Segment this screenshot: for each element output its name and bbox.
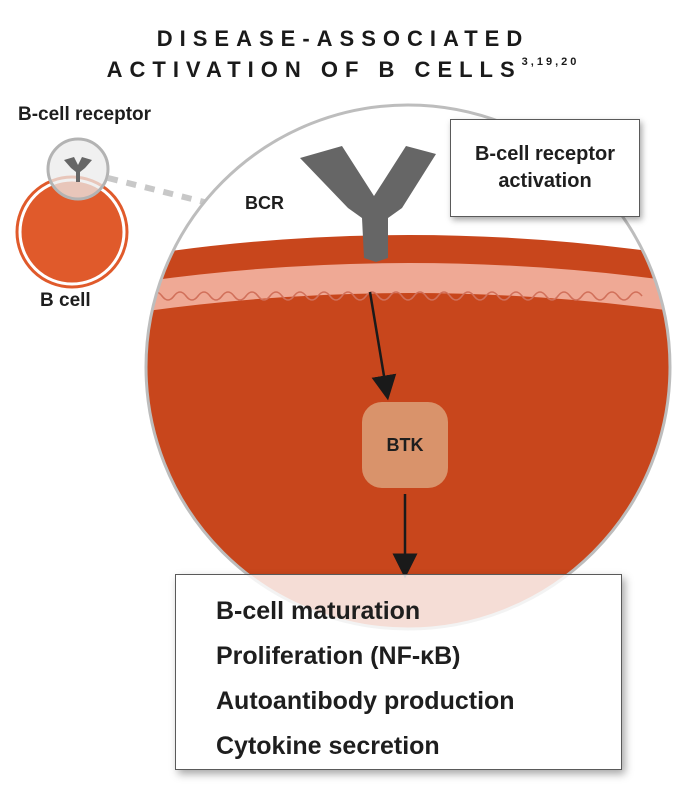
- btk-label: BTK: [386, 434, 424, 455]
- activation-line-2: activation: [498, 170, 592, 192]
- outcome-item: B-cell maturation: [216, 597, 421, 625]
- outcome-item: Proliferation (NF-κB): [216, 642, 461, 670]
- activation-callout: B-cell receptor activation: [450, 119, 640, 217]
- btk-box: BTK: [362, 402, 448, 488]
- arrow-bcr-to-btk: [368, 291, 397, 401]
- bcr-receptor-icon: [300, 146, 436, 262]
- title-references: 3,19,20: [521, 56, 580, 68]
- outcome-item: Autoantibody production: [216, 687, 515, 715]
- title-line-2: ACTIVATION OF B CELLS3,19,20: [0, 56, 686, 83]
- membrane-wave: [149, 291, 643, 301]
- title-line-2-text: ACTIVATION OF B CELLS: [106, 57, 522, 82]
- bcr-label: BCR: [245, 193, 284, 213]
- membrane-band: [146, 263, 670, 318]
- title-line-1: DISEASE-ASSOCIATED: [156, 26, 530, 51]
- activation-line-1: B-cell receptor: [474, 143, 616, 165]
- zoom-connector: [107, 175, 213, 207]
- receptor-icon-small: [64, 157, 92, 182]
- outcomes-box: B-cell maturation Proliferation (NF-κB) …: [175, 574, 622, 770]
- b-cell-label: B cell: [40, 290, 91, 311]
- outcome-item: Cytokine secretion: [216, 732, 440, 760]
- receptor-label: B-cell receptor: [18, 104, 152, 125]
